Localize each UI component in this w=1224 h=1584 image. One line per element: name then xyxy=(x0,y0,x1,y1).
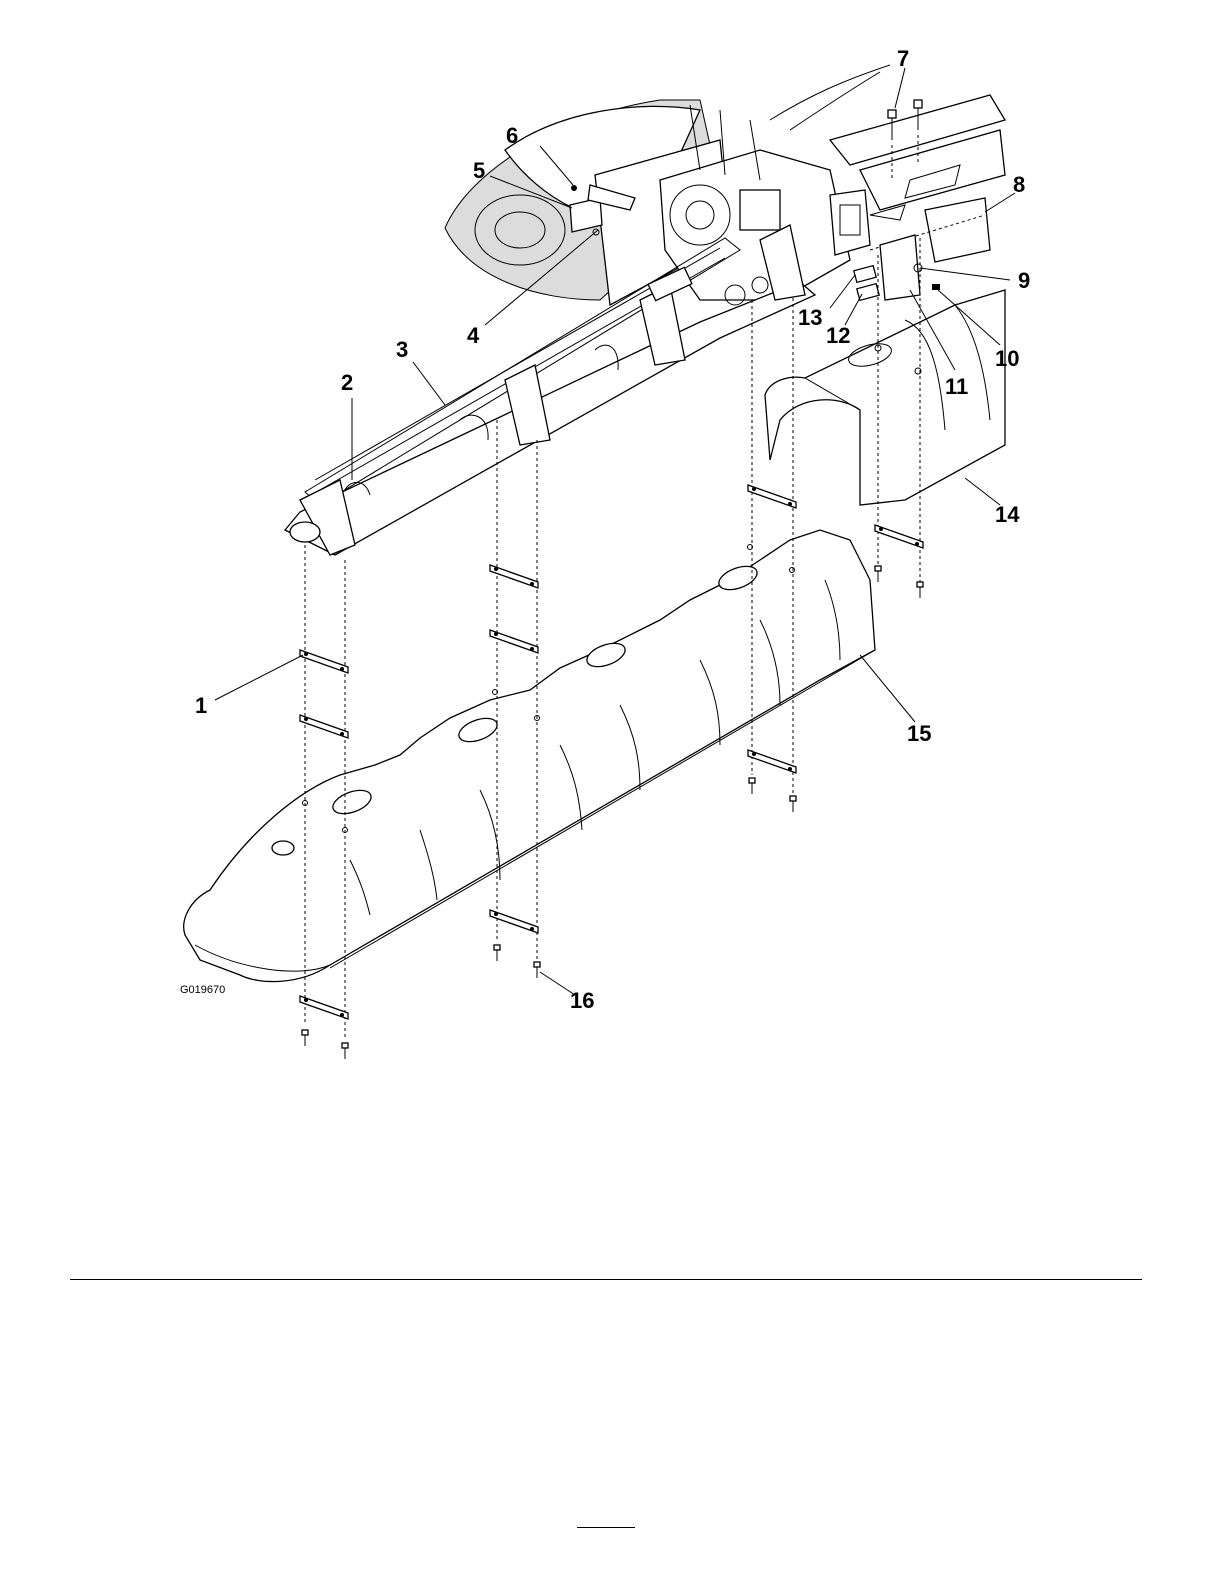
callout-8: 8 xyxy=(1013,172,1025,197)
callout-13: 13 xyxy=(798,305,822,330)
figure-id: G019670 xyxy=(180,984,225,996)
shroud-15 xyxy=(184,530,875,982)
callout-15: 15 xyxy=(907,721,931,746)
callout-5: 5 xyxy=(473,158,485,183)
page-footer-line xyxy=(577,1527,635,1528)
engine-pump-assembly xyxy=(595,65,890,305)
callout-9: 9 xyxy=(1018,268,1030,293)
callout-6: 6 xyxy=(506,123,518,148)
callout-7: 7 xyxy=(897,46,909,71)
callout-3: 3 xyxy=(396,337,408,362)
callout-4: 4 xyxy=(467,323,480,348)
callout-14: 14 xyxy=(995,502,1020,527)
callout-16: 16 xyxy=(570,988,594,1013)
callout-10: 10 xyxy=(995,346,1019,371)
callout-2: 2 xyxy=(341,370,353,395)
horizontal-rule xyxy=(70,1279,1142,1280)
callout-11: 11 xyxy=(945,374,968,399)
callout-12: 12 xyxy=(826,323,850,348)
exploded-parts-diagram: 1 2 3 4 5 6 7 8 9 10 11 12 13 14 15 16 G… xyxy=(0,0,1224,1100)
callout-1: 1 xyxy=(195,693,207,718)
